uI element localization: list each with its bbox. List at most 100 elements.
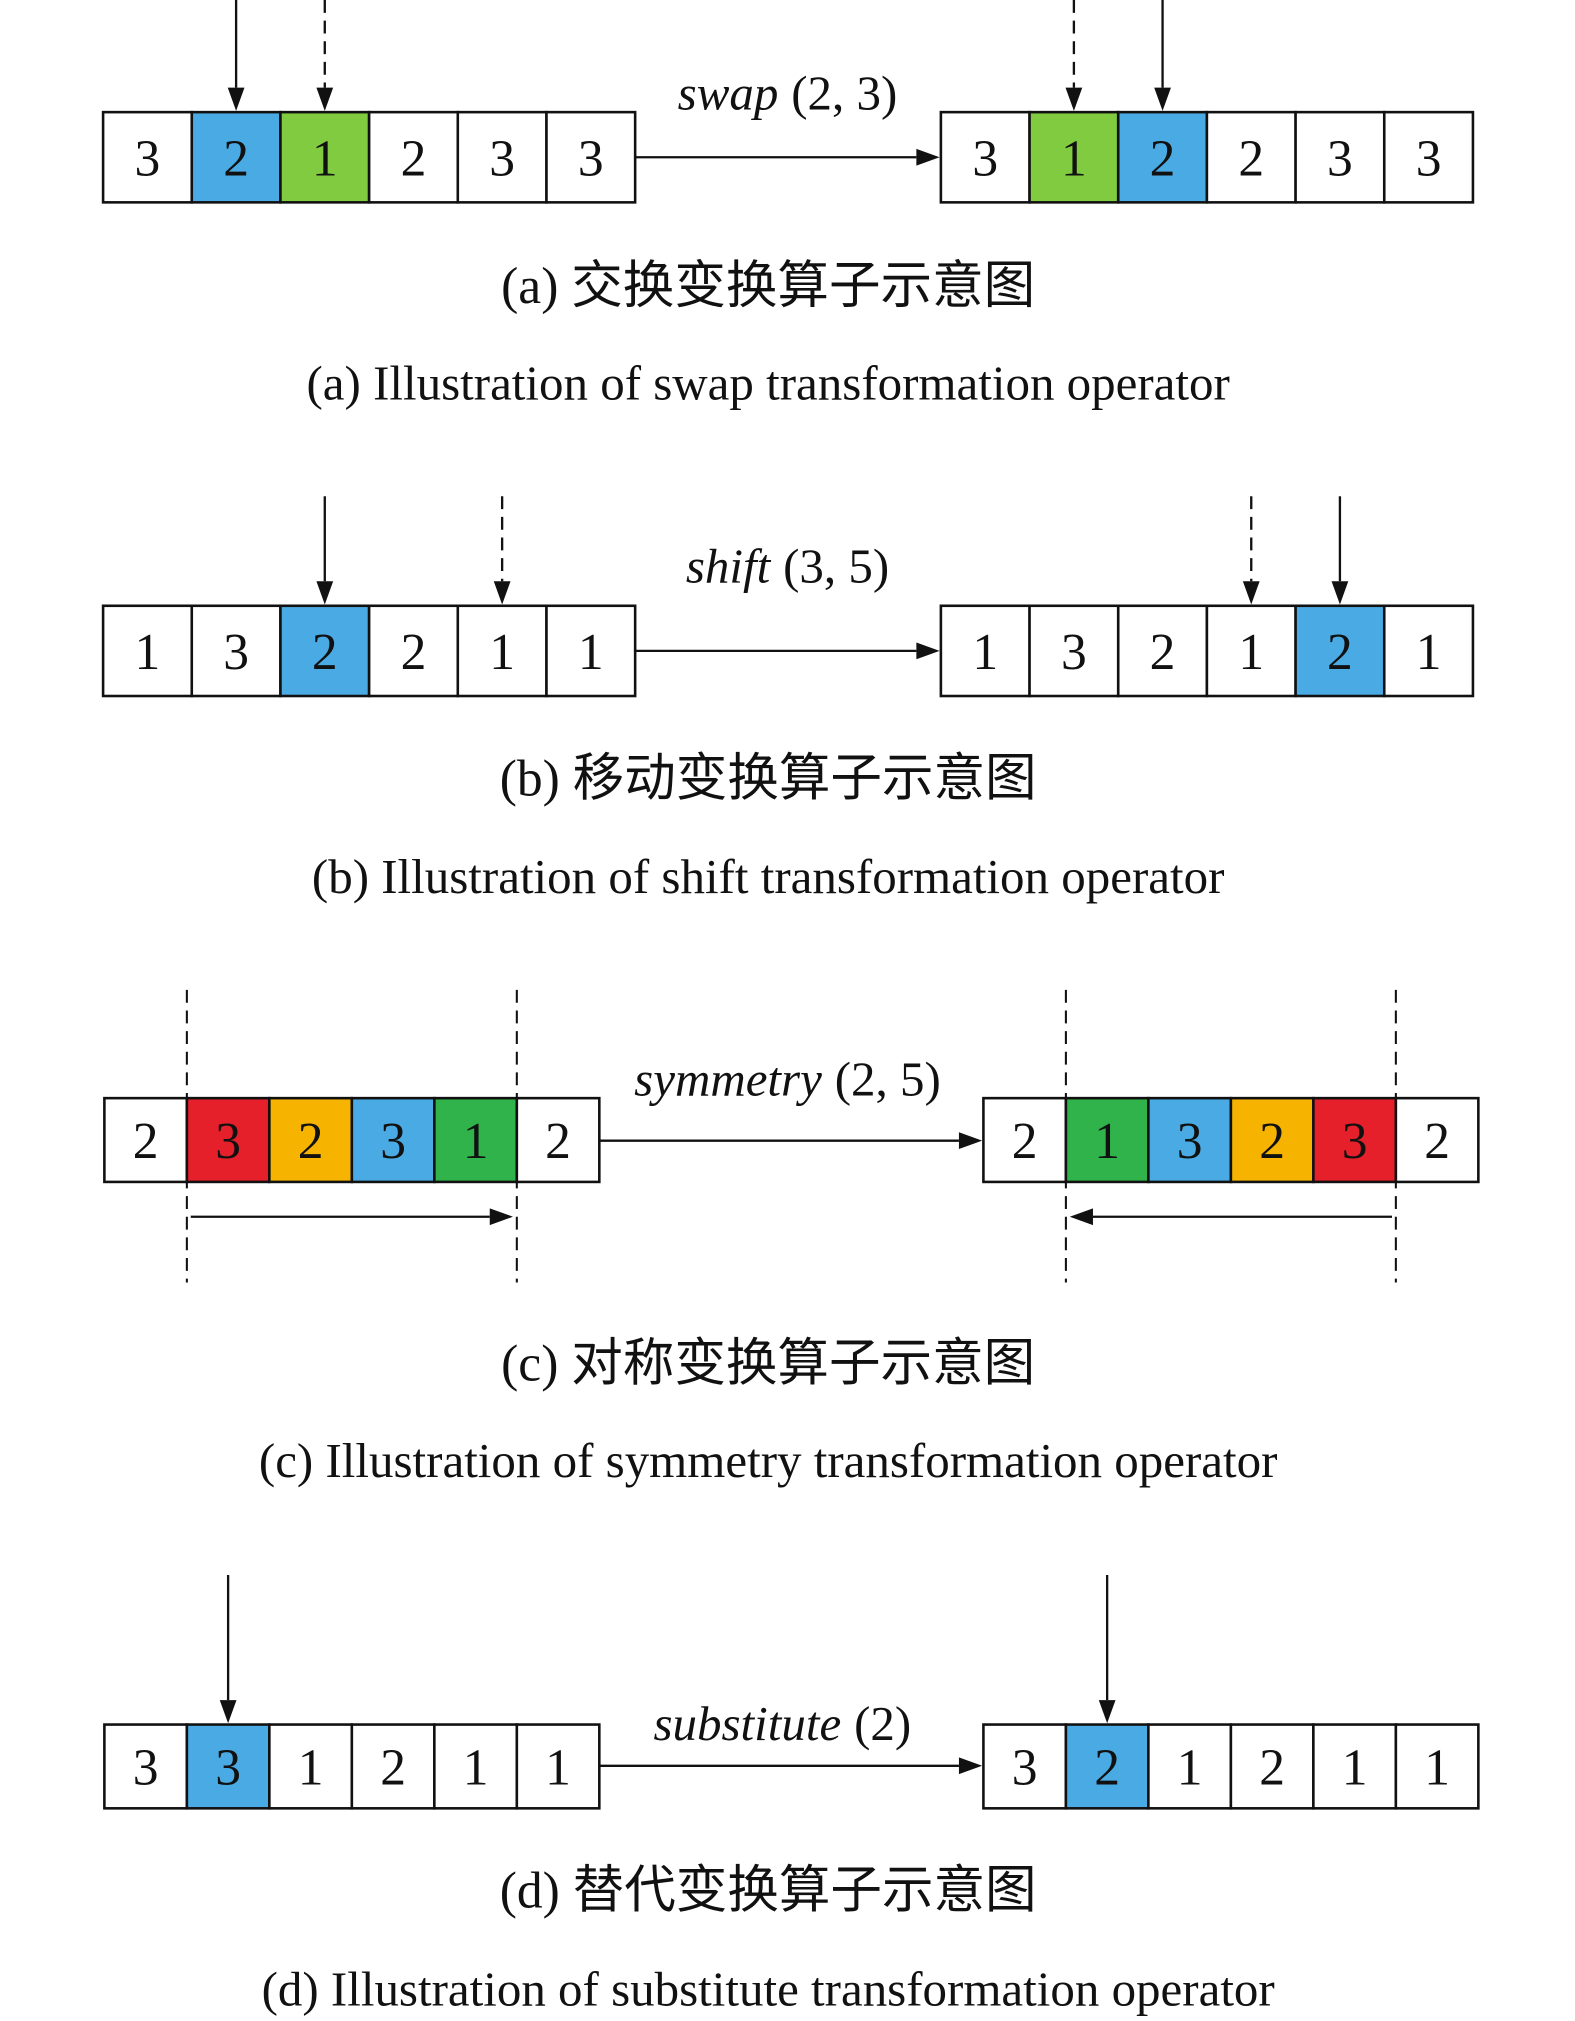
arrow-head xyxy=(1331,581,1349,605)
cell-value: 3 xyxy=(133,1739,159,1796)
arrow-head xyxy=(1065,87,1083,111)
cell-value: 3 xyxy=(489,130,515,187)
solid-pointer-arrow xyxy=(1154,0,1171,111)
cell-value: 1 xyxy=(545,1739,571,1796)
cell-value: 3 xyxy=(1416,130,1442,187)
range-direction-arrow xyxy=(1069,1208,1392,1226)
sequence-cell: 1 xyxy=(1382,604,1475,698)
sequence-cell: 3 xyxy=(101,110,194,204)
cell-box xyxy=(103,1723,189,1810)
cell-box xyxy=(1205,110,1297,204)
sequence-cell: 3 xyxy=(1382,110,1475,204)
arrow-head xyxy=(1098,1700,1116,1724)
operator-params: (2) xyxy=(854,1696,911,1751)
arrow-head xyxy=(1069,1208,1093,1226)
sequence-cell: 1 xyxy=(1312,1723,1398,1810)
cell-box xyxy=(433,1723,519,1810)
cell-box xyxy=(456,604,548,698)
sequence-cell: 2 xyxy=(350,1723,436,1810)
cell-box xyxy=(1312,1723,1398,1810)
sequence-cell: 2 xyxy=(1116,110,1209,204)
operator-name: swap xyxy=(678,66,779,121)
cell-value: 2 xyxy=(1327,624,1353,681)
arrow-head xyxy=(493,581,511,605)
cell-value: 3 xyxy=(135,130,161,187)
transformation-arrow xyxy=(599,1757,983,1775)
solid-pointer-arrow xyxy=(1098,1575,1116,1724)
solid-pointer-arrow xyxy=(316,496,334,605)
sequence-cell: 3 xyxy=(1028,604,1120,698)
caption-zh-a: (a) 交换变换算子示意图 xyxy=(501,258,1035,315)
arrow-head xyxy=(227,87,245,111)
cell-box xyxy=(268,1096,354,1184)
cell-box xyxy=(279,110,371,204)
cell-box xyxy=(545,604,637,698)
caption-en-a: (a) Illustration of swap transformation … xyxy=(307,356,1230,411)
cell-value: 2 xyxy=(1238,130,1264,187)
sequence-cell: 2 xyxy=(1294,604,1386,698)
sequence-cell: 1 xyxy=(1394,1723,1480,1810)
cell-value: 3 xyxy=(1061,624,1087,681)
transformation-arrow xyxy=(635,148,940,166)
cell-value: 1 xyxy=(1342,1739,1368,1796)
sequence-cell: 3 xyxy=(545,110,637,204)
dashed-pointer-arrow xyxy=(1065,0,1083,111)
cell-box xyxy=(1382,604,1475,698)
cell-box xyxy=(1294,604,1386,698)
sequence-cell: 3 xyxy=(185,1096,271,1184)
sequence-cell: 1 xyxy=(433,1723,519,1810)
sequence-cell: 1 xyxy=(456,604,548,698)
range-direction-arrow xyxy=(190,1208,513,1226)
sequence-cell: 2 xyxy=(1064,1723,1150,1810)
cell-value: 2 xyxy=(1150,130,1176,187)
arrow-head xyxy=(958,1132,983,1150)
sequence-cell: 3 xyxy=(456,110,548,204)
cell-value: 2 xyxy=(545,1113,571,1170)
sequence-cell: 1 xyxy=(939,604,1031,698)
sequence-cell: 1 xyxy=(268,1723,354,1810)
dashed-pointer-arrow xyxy=(493,496,511,605)
cell-value: 1 xyxy=(1416,624,1442,681)
cell-value: 1 xyxy=(312,130,338,187)
cell-value: 2 xyxy=(1150,624,1176,681)
operator-params: (3, 5) xyxy=(783,539,889,594)
cell-value: 2 xyxy=(312,624,338,681)
cell-box xyxy=(982,1096,1068,1184)
cell-box xyxy=(939,110,1031,204)
cell-box xyxy=(279,604,371,698)
cell-box xyxy=(101,110,194,204)
sequence-cell: 3 xyxy=(1312,1096,1398,1184)
sequence-cell: 1 xyxy=(545,604,637,698)
sequence-cell: 1 xyxy=(1064,1096,1150,1184)
sequence-cell: 2 xyxy=(367,604,460,698)
cell-value: 2 xyxy=(401,624,427,681)
arrow-head xyxy=(1242,581,1260,605)
cell-value: 1 xyxy=(1177,1739,1203,1796)
cell-box xyxy=(1147,1723,1233,1810)
cell-box xyxy=(1229,1096,1315,1184)
cell-value: 1 xyxy=(489,624,515,681)
sequence-cell: 1 xyxy=(1028,110,1120,204)
cell-value: 3 xyxy=(1342,1113,1368,1170)
sequence-cell: 3 xyxy=(1294,110,1386,204)
sequence-cell: 1 xyxy=(1205,604,1297,698)
cell-value: 3 xyxy=(215,1739,241,1796)
cell-value: 3 xyxy=(1012,1739,1038,1796)
cell-value: 1 xyxy=(463,1113,489,1170)
cell-box xyxy=(433,1096,519,1184)
cell-value: 3 xyxy=(380,1113,406,1170)
cell-value: 3 xyxy=(578,130,604,187)
cell-box xyxy=(456,110,548,204)
sequence-cell: 1 xyxy=(279,110,371,204)
symmetry-operator-label: symmetry(2, 5) xyxy=(634,1052,941,1107)
sequence-cell: 2 xyxy=(1394,1096,1480,1184)
operator-name: substitute xyxy=(653,1696,841,1751)
